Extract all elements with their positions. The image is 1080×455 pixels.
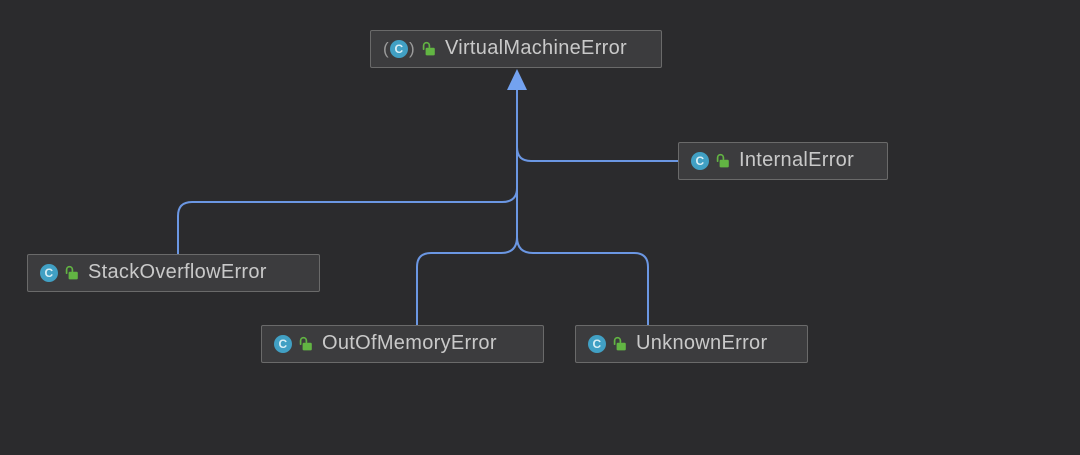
- class-icon: C: [274, 335, 292, 353]
- unlocked-icon: [613, 336, 626, 351]
- unlocked-icon: [422, 41, 435, 56]
- class-name-label: OutOfMemoryError: [322, 331, 497, 354]
- class-name-label: VirtualMachineError: [444, 36, 628, 59]
- inheritance-edge-out-of-memory-error[interactable]: [416, 90, 518, 325]
- unlocked-icon: [716, 153, 729, 168]
- class-node-virtual-machine-error[interactable]: ( C ) VirtualMachineError: [370, 30, 662, 68]
- inheritance-edge-internal-error[interactable]: [516, 90, 678, 162]
- class-name-label: StackOverflowError: [88, 260, 267, 283]
- inheritance-edge-unknown-error[interactable]: [516, 90, 649, 325]
- abstract-marker-open: (: [383, 38, 389, 58]
- unlocked-icon: [299, 336, 312, 351]
- class-icon: C: [40, 264, 58, 282]
- abstract-marker-close: ): [408, 38, 415, 58]
- class-node-stack-overflow-error[interactable]: C StackOverflowError: [27, 254, 320, 292]
- class-icon: C: [691, 152, 709, 170]
- abstract-class-icon: ( C ): [383, 40, 415, 58]
- class-name-label: UnknownError: [636, 331, 768, 354]
- class-icon: C: [389, 40, 408, 58]
- class-node-internal-error[interactable]: C InternalError: [678, 142, 888, 180]
- class-icon: C: [588, 335, 606, 353]
- class-name-label: InternalError: [739, 148, 855, 171]
- unlocked-icon: [65, 265, 78, 280]
- inheritance-edge-stack-overflow-error[interactable]: [177, 90, 518, 254]
- class-node-out-of-memory-error[interactable]: C OutOfMemoryError: [261, 325, 544, 363]
- inheritance-arrow: [507, 69, 527, 90]
- class-node-unknown-error[interactable]: C UnknownError: [575, 325, 808, 363]
